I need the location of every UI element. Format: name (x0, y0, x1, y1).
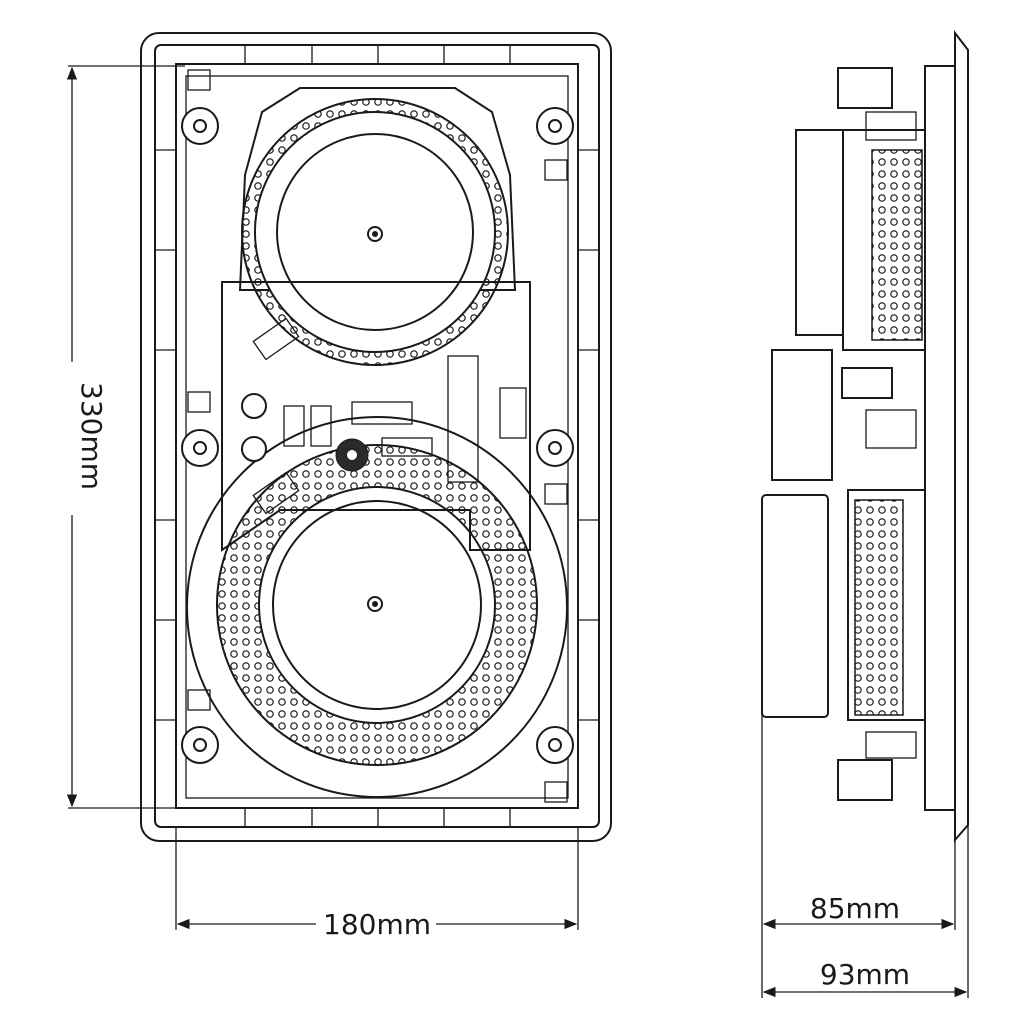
side-flange (954, 30, 969, 843)
front-view (140, 32, 612, 842)
outer-frame (140, 32, 612, 842)
upper-driver-dot (372, 231, 378, 237)
side-woofer-grille (854, 499, 904, 716)
terminal-1 (241, 393, 267, 419)
terminal-2 (241, 436, 267, 462)
resistor-2 (381, 437, 433, 457)
side-lower-clamp (837, 759, 893, 801)
capacitor-1 (283, 405, 305, 447)
tall-capacitor (447, 355, 479, 483)
side-view (761, 30, 969, 843)
bezel-inner (154, 44, 600, 828)
woofer-dot (372, 601, 378, 607)
component-diag-1 (252, 317, 300, 361)
resistor-1 (351, 401, 413, 425)
side-crossover (771, 349, 833, 481)
dimension-depth-inner: 85mm (761, 500, 956, 998)
dimension-height: 330mm (66, 65, 185, 809)
side-upper-clamp (837, 67, 893, 109)
side-woofer-basket (847, 489, 926, 721)
side-upper-grille (871, 149, 923, 341)
capacitor-2 (310, 405, 332, 447)
component-diag-2 (252, 471, 300, 515)
side-woofer-magnet (761, 494, 829, 718)
side-baffle (924, 65, 956, 811)
inductor-core (347, 450, 357, 460)
mounting-screws (181, 69, 574, 803)
dimension-width: 180mm (175, 828, 579, 941)
side-upper-magnet (795, 129, 844, 336)
depth-inner-label: 85mm (810, 892, 900, 925)
depth-outer-label: 93mm (820, 958, 910, 991)
width-label: 180mm (323, 908, 431, 941)
height-label: 330mm (75, 382, 108, 490)
baffle-edge (175, 63, 579, 809)
dimension-depth-outer: 93mm (762, 825, 969, 998)
bezel-segments (155, 45, 599, 827)
switch (499, 387, 527, 439)
crossover-board (221, 281, 531, 552)
